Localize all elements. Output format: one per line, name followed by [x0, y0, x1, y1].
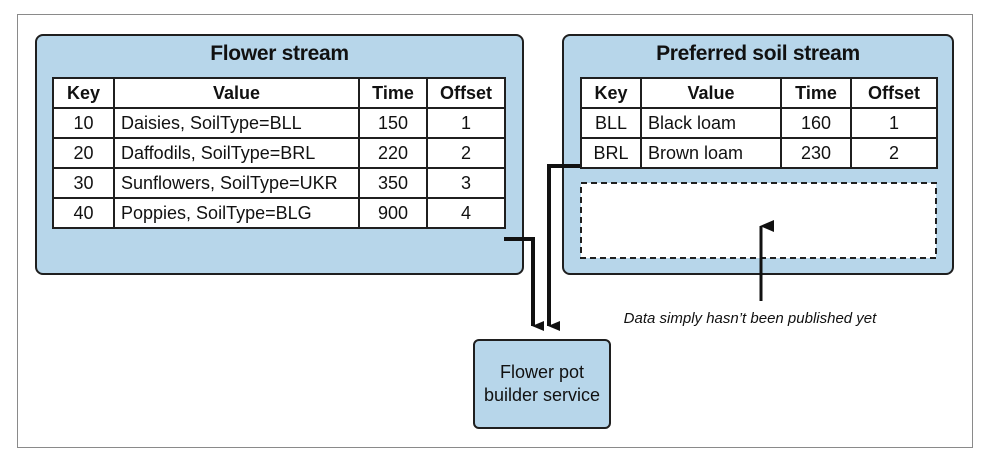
- value-cell: Sunflowers, SoilType=UKR: [113, 167, 360, 199]
- flower-stream-title: Flower stream: [210, 42, 349, 65]
- key-cell: 40: [52, 197, 115, 229]
- key-cell: 20: [52, 137, 115, 169]
- value-cell: Daffodils, SoilType=BRL: [113, 137, 360, 169]
- unpublished-annotation: Data simply hasn’t been published yet: [623, 310, 877, 327]
- time-cell: 150: [358, 107, 428, 139]
- time-cell: 230: [780, 137, 852, 169]
- soil-to-service-connector: [547, 164, 580, 331]
- value-cell: Poppies, SoilType=BLG: [113, 197, 360, 229]
- offset-cell: 1: [426, 107, 506, 139]
- table-row: BRL Brown loam 230 2: [580, 137, 938, 169]
- column-header: Key: [580, 77, 642, 109]
- time-cell: 350: [358, 167, 428, 199]
- table-header-row: Key Value Time Offset: [52, 77, 506, 109]
- column-header: Offset: [426, 77, 506, 109]
- column-header: Key: [52, 77, 115, 109]
- table-row: 20 Daffodils, SoilType=BRL 220 2: [52, 137, 506, 169]
- value-cell: Daisies, SoilType=BLL: [113, 107, 360, 139]
- offset-cell: 4: [426, 197, 506, 229]
- value-cell: Brown loam: [640, 137, 782, 169]
- key-cell: BRL: [580, 137, 642, 169]
- offset-cell: 1: [850, 107, 938, 139]
- time-cell: 160: [780, 107, 852, 139]
- column-header: Value: [113, 77, 360, 109]
- key-cell: 10: [52, 107, 115, 139]
- unpublished-placeholder: [580, 182, 937, 259]
- key-cell: BLL: [580, 107, 642, 139]
- time-cell: 900: [358, 197, 428, 229]
- soil-stream-table: Key Value Time Offset BLL Black loam 160…: [580, 77, 938, 169]
- time-cell: 220: [358, 137, 428, 169]
- offset-cell: 2: [850, 137, 938, 169]
- table-header-row: Key Value Time Offset: [580, 77, 938, 109]
- value-cell: Black loam: [640, 107, 782, 139]
- table-row: 30 Sunflowers, SoilType=UKR 350 3: [52, 167, 506, 199]
- column-header: Time: [358, 77, 428, 109]
- column-header: Value: [640, 77, 782, 109]
- offset-cell: 2: [426, 137, 506, 169]
- table-row: BLL Black loam 160 1: [580, 107, 938, 139]
- table-row: 10 Daisies, SoilType=BLL 150 1: [52, 107, 506, 139]
- flower-to-service-connector: [504, 237, 544, 331]
- table-row: 40 Poppies, SoilType=BLG 900 4: [52, 197, 506, 229]
- key-cell: 30: [52, 167, 115, 199]
- service-label-line1: Flower pot: [499, 362, 585, 382]
- service-label-line2: builder service: [483, 385, 601, 405]
- column-header: Offset: [850, 77, 938, 109]
- offset-cell: 3: [426, 167, 506, 199]
- flower-pot-builder-service: Flower pot builder service: [473, 339, 611, 429]
- column-header: Time: [780, 77, 852, 109]
- soil-stream-title: Preferred soil stream: [656, 42, 860, 65]
- flower-stream-table: Key Value Time Offset 10 Daisies, SoilTy…: [52, 77, 506, 229]
